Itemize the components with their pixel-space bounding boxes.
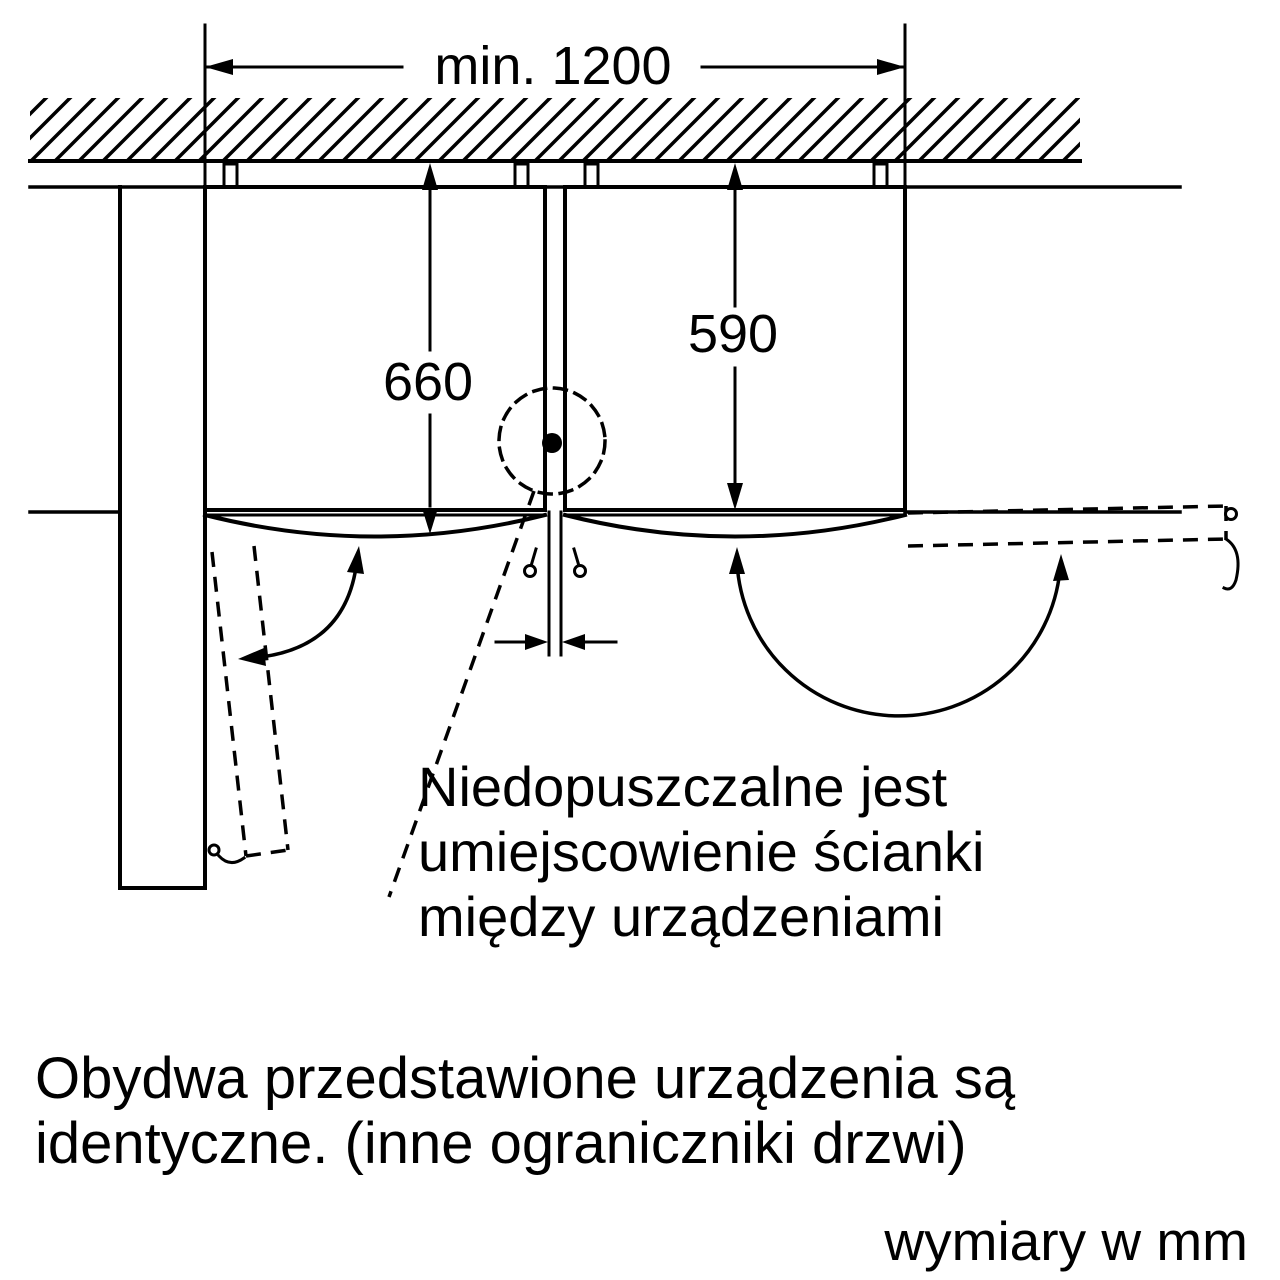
ceiling-wall-hatch xyxy=(28,98,1182,189)
note-line-3: między urządzeniami xyxy=(418,885,944,948)
swing-arc xyxy=(250,558,359,660)
arrowhead-left-icon xyxy=(562,634,585,650)
depth-dimension-right-label: 590 xyxy=(688,304,778,364)
gap-point xyxy=(542,433,562,453)
door-handle xyxy=(529,547,538,568)
wall-spacers xyxy=(222,162,889,189)
wall-hatch-band xyxy=(30,98,1080,160)
units-label: wymiary w mm xyxy=(883,1210,1248,1272)
gap-highlight xyxy=(387,386,607,898)
open-door-edge xyxy=(907,504,1227,515)
arrowhead-down-icon xyxy=(422,508,438,534)
open-door-right xyxy=(907,504,1240,591)
appliance-left-door xyxy=(202,512,548,578)
depth-dimension-left: 660 xyxy=(383,163,473,534)
side-wall-left xyxy=(28,185,207,890)
door-handle-knob xyxy=(573,564,587,578)
open-door-edge xyxy=(907,537,1227,548)
depth-dimension-left-label: 660 xyxy=(383,352,473,412)
arrowhead-up-icon xyxy=(1053,554,1069,581)
door-handle-knob xyxy=(523,564,537,578)
open-door-handle-knob xyxy=(207,843,221,857)
open-door-handle xyxy=(216,853,247,864)
depth-dimension-right: 590 xyxy=(688,163,778,510)
open-door-edge xyxy=(210,551,248,857)
caption-line-2: identyczne. (inne ograniczniki drzwi) xyxy=(35,1111,967,1176)
arrowhead-left-icon xyxy=(205,59,233,75)
gap-clearance-dimension xyxy=(494,510,618,657)
door-handle xyxy=(572,547,581,568)
appliance-left-body xyxy=(203,185,547,512)
arrowhead-up-icon xyxy=(729,547,745,574)
open-door-handle xyxy=(1221,536,1240,591)
open-door-edge xyxy=(252,545,290,851)
open-door-handle-knob xyxy=(1224,507,1238,521)
arrowhead-right-icon xyxy=(525,634,548,650)
appliance-right-door xyxy=(562,512,908,578)
open-door-end xyxy=(245,848,289,858)
door-swing-arc-left xyxy=(238,546,364,666)
arrowhead-up-icon xyxy=(727,163,743,190)
wall-spacer xyxy=(513,162,530,189)
wall-spacer xyxy=(583,162,600,189)
swing-arc xyxy=(735,560,1062,718)
arrowhead-right-icon xyxy=(877,59,905,75)
door-front-edge xyxy=(562,512,908,539)
note-line-1: Niedopuszczalne jest xyxy=(418,755,948,818)
arrowhead-left-icon xyxy=(238,648,266,666)
caption: Obydwa przedstawione urządzenia są ident… xyxy=(35,1046,1016,1176)
note-line-2: umiejscowienie ścianki xyxy=(418,820,984,883)
open-door-left xyxy=(207,545,290,864)
caption-line-1: Obydwa przedstawione urządzenia są xyxy=(35,1046,1016,1111)
note-leader-line xyxy=(387,490,536,898)
gap-highlight-circle xyxy=(497,386,607,496)
arrowhead-up-icon xyxy=(347,546,364,574)
arrowhead-down-icon xyxy=(727,483,743,510)
door-swing-arc-right xyxy=(729,547,1069,718)
wall-spacer xyxy=(872,162,889,189)
gap-note: Niedopuszczalne jest umiejscowienie ścia… xyxy=(418,755,984,948)
door-front-edge xyxy=(202,512,548,539)
arrowhead-up-icon xyxy=(422,163,438,190)
width-dimension-label: min. 1200 xyxy=(434,36,671,96)
width-dimension: min. 1200 xyxy=(203,23,907,187)
wall-spacer xyxy=(222,162,239,189)
